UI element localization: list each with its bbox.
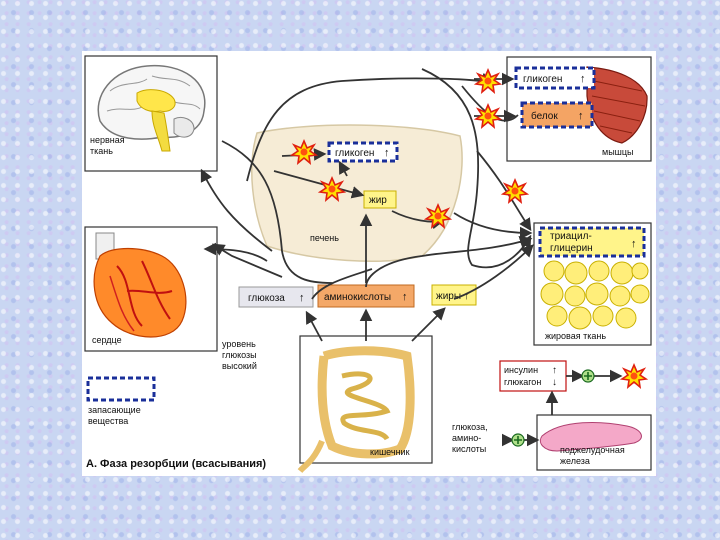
fats-text: жиры [436,291,461,302]
insulin-text: инсулин [504,365,538,375]
adipose-label: жировая ткань [545,331,606,341]
muscle-protein-box [520,101,594,129]
fats-arrow: ↑ [464,290,470,302]
liver-glycogen-text: гликоген [335,148,374,159]
glucose-level-2: глюкозы [222,350,257,360]
glucagon-arrow: ↓ [552,377,557,388]
muscle-protein-text: белок [531,110,558,122]
heart-illustration [93,232,187,338]
intestine-illustration [297,346,415,474]
heart-label: сердце [92,335,122,345]
glucose-text: глюкоза [248,293,285,304]
liver-glycogen-arrow: ↑ [384,147,390,159]
muscle-glycogen-text: гликоген [523,74,562,85]
input-note-1: глюкоза, [452,422,488,432]
muscle-illustration [586,66,648,144]
brain-illustration [97,64,206,152]
amino-acids-arrow: ↑ [402,291,408,303]
glucagon-text: глюкагон [504,377,541,387]
insulin-arrow: ↑ [552,365,557,376]
pancreas-label-2: железа [560,456,590,466]
legend-swatch [86,376,156,402]
activation-burst-icon [621,364,647,388]
triacyl-text: триацил- [550,231,592,242]
diagram-slide: нервная ткань сердце печень гликоген ↑ ж… [82,51,656,476]
liver-fat-box [363,190,397,209]
metabolism-diagram: нервная ткань сердце печень гликоген ↑ ж… [84,55,652,474]
diagram-caption: А. Фаза резорбции (всасывания) [86,458,266,470]
input-note-2: амино- [452,433,481,443]
liver-glycogen-box [327,141,399,163]
input-note-3: кислоты [452,444,486,454]
muscle-glycogen-box [514,66,596,90]
activation-burst-icon [502,179,528,203]
triacylglycerol-box [538,226,646,258]
intestine-label: кишечник [370,447,410,457]
liver-label: печень [310,233,339,243]
legend-text-2: вещества [88,416,128,426]
glycerol-text: глицерин [550,243,593,254]
legend-text-1: запасающие [88,405,141,415]
nerve-label-1: нервная [90,135,125,145]
muscle-label: мышцы [602,147,634,157]
liver-fat-text: жир [369,195,387,206]
glucose-level-1: уровень [222,339,256,349]
glucose-level-3: высокий [222,361,257,371]
plus-icon [581,369,595,383]
fats-box [431,284,477,306]
fat-cells [540,260,650,330]
amino-acids-text: аминокислоты [324,292,391,303]
nerve-label-2: ткань [90,146,113,156]
pancreas-illustration [539,421,642,452]
plus-icon-2 [511,433,525,447]
muscle-protein-arrow: ↑ [578,110,584,122]
activation-burst-icon [475,69,501,93]
pancreas-label-1: поджелудочная [560,445,625,455]
muscle-glycogen-arrow: ↑ [580,73,586,85]
triacylglycerol-arrow: ↑ [631,238,637,250]
hormone-box [499,360,567,392]
glucose-arrow: ↑ [299,292,305,304]
activation-burst-icon [475,104,501,128]
